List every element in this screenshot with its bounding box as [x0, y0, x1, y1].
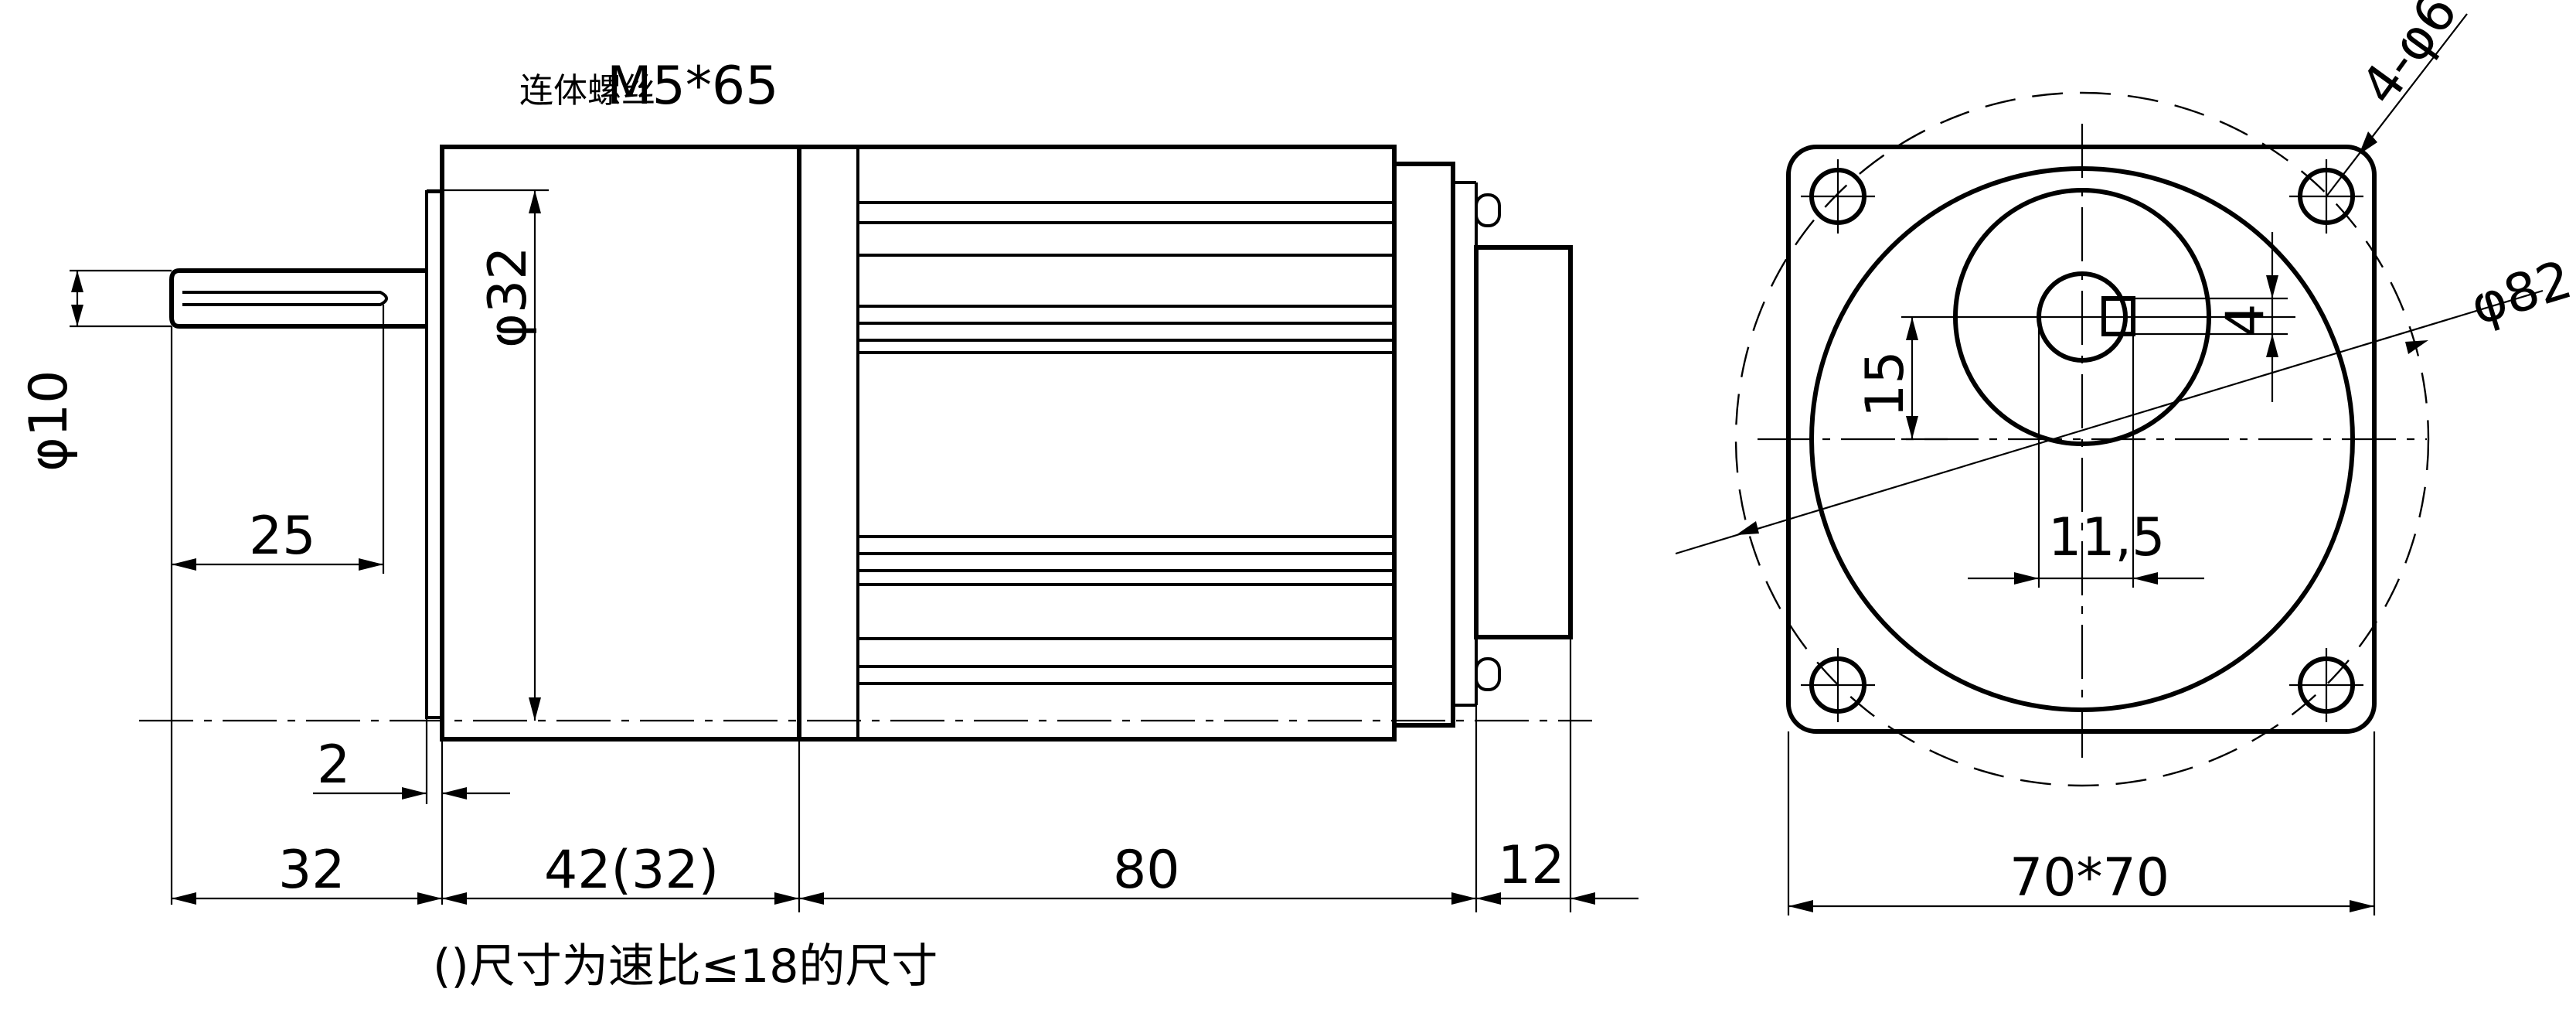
dim-11-5: 11,5: [2048, 507, 2165, 568]
ratio-note: ()尺寸为速比≤18的尺寸: [433, 939, 938, 994]
rear-cap: [1392, 162, 1455, 728]
dim-d32: φ32: [478, 247, 539, 348]
gearbox-front-step: [425, 190, 442, 719]
side-dimensions: 连体螺丝 M5*65 φ10 φ32 25 2: [19, 56, 1638, 994]
output-shaft: [169, 268, 427, 329]
screw-spec-label: M5*65: [607, 56, 778, 117]
motor-body: [797, 145, 1397, 742]
rear-boss: [1474, 245, 1573, 639]
dim-70x70: 70*70: [2009, 847, 2169, 909]
dim-holes: 4-φ6: [2350, 0, 2470, 116]
front-dimensions: 4-φ6 φ82 4 15 11,5 70*70: [1736, 0, 2576, 915]
dim-42: 42(32): [544, 840, 719, 901]
gearbox-body: [440, 145, 801, 742]
bolt-bottom: [1475, 657, 1501, 691]
dim-2: 2: [317, 735, 350, 796]
dim-d82: φ82: [2464, 249, 2576, 337]
dim-80: 80: [1113, 840, 1180, 901]
dim-d10: φ10: [19, 370, 80, 472]
dim-12: 12: [1498, 835, 1565, 896]
dim-32: 32: [278, 840, 345, 901]
dim-25: 25: [249, 506, 316, 567]
bolt-circle: [1734, 91, 2430, 787]
dim-4: 4: [2215, 304, 2276, 337]
bolt-top: [1475, 193, 1501, 227]
screw-cn-label: 连体螺丝: [519, 71, 655, 111]
side-view: [139, 145, 1592, 742]
dim-15: 15: [1855, 350, 1916, 418]
front-view: [1675, 91, 2544, 787]
